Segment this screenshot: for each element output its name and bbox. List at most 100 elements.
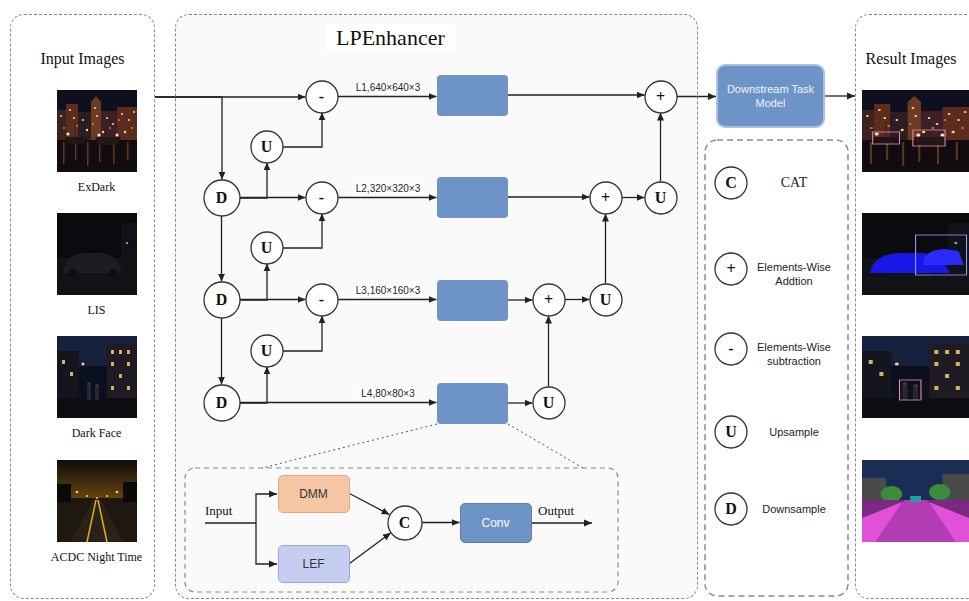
node-label: C: [399, 515, 411, 531]
node-label: U: [261, 139, 273, 155]
connector: [239, 366, 267, 403]
connector: [240, 402, 437, 403]
connector: [239, 263, 267, 300]
circle-shape: [251, 131, 283, 163]
node-label: D: [725, 501, 737, 517]
node-label: +: [601, 190, 610, 206]
connector: [622, 197, 645, 198]
operator-circle: U: [250, 130, 284, 164]
circle-shape: [533, 284, 565, 316]
module-box: Conv: [460, 503, 532, 543]
node-label: LPEnhancer: [326, 24, 455, 52]
circle-shape: [715, 253, 747, 285]
operator-circle: U: [589, 283, 623, 317]
connector: [239, 162, 267, 198]
legend-text: CAT: [748, 176, 840, 190]
connector: [221, 318, 222, 385]
circle-shape: [251, 232, 283, 264]
connector: [338, 197, 437, 198]
circle-shape: [715, 416, 747, 448]
operator-circle: U: [250, 334, 284, 368]
node-label: LEF: [302, 557, 324, 571]
node-label: U: [261, 240, 273, 256]
circle-shape: [590, 182, 622, 214]
connector: [422, 522, 460, 523]
operator-circle: -: [305, 80, 339, 114]
model-box: Downstream Task Model: [716, 64, 825, 128]
circle-shape: [645, 81, 677, 113]
operator-circle: U: [644, 181, 678, 215]
port-label: Input: [205, 503, 232, 519]
panel-box: Result Images: [855, 14, 969, 599]
node-label: ACDC Night Time: [51, 550, 142, 564]
node-label: Dark Face: [72, 426, 122, 440]
node-label: +: [544, 292, 553, 308]
node-label: -: [728, 341, 733, 357]
node-label: D: [216, 395, 228, 411]
operator-circle: +: [532, 283, 566, 317]
operator-circle: +: [589, 181, 623, 215]
circle-shape: [204, 282, 240, 318]
connector: [825, 95, 855, 96]
connector: [155, 97, 222, 180]
connector: [508, 94, 645, 95]
node-label: D: [216, 292, 228, 308]
legend-symbol: C: [714, 166, 748, 200]
legend-symbol: U: [714, 415, 748, 449]
circle-shape: [533, 387, 565, 419]
node-label: U: [543, 395, 555, 411]
legend-text: Elements-Wise subtraction: [748, 340, 840, 368]
legend-symbol: D: [714, 492, 748, 526]
connector: [338, 96, 437, 97]
image-tile: Dark Face: [47, 336, 147, 440]
edge-label: L4,80×80×3: [359, 388, 416, 400]
edge-label: L3,160×160×3: [354, 285, 423, 297]
node-label: U: [655, 190, 667, 206]
circle-shape: [251, 335, 283, 367]
operator-circle: -: [305, 181, 339, 215]
connector: [660, 113, 661, 182]
circle-shape: [715, 167, 747, 199]
connector: [240, 299, 306, 300]
connector: [508, 402, 533, 403]
node-label: U: [261, 343, 273, 359]
node-label: Downstream Task Model: [724, 82, 817, 110]
connector: [221, 216, 222, 282]
module-block: [437, 177, 508, 218]
circle-shape: [388, 506, 422, 540]
node-label: -: [319, 89, 324, 105]
node-label: U: [725, 424, 737, 440]
connector: [350, 533, 391, 564]
operator-circle: D: [203, 384, 241, 422]
connector: [548, 316, 549, 387]
legend-symbol: +: [714, 252, 748, 286]
operator-circle: +: [644, 80, 678, 114]
module-box: DMM: [278, 475, 350, 513]
circle-shape: [715, 493, 747, 525]
image-tile: LIS: [47, 213, 147, 317]
operator-circle: -: [305, 283, 339, 317]
connector: [282, 315, 322, 351]
circle-shape: [306, 81, 338, 113]
edge-label: L2,320×320×3: [354, 183, 423, 195]
node-label: Result Images: [856, 49, 966, 69]
circle-shape: [645, 182, 677, 214]
node-label: +: [726, 261, 735, 277]
node-label: DMM: [299, 487, 328, 501]
module-block: [437, 75, 508, 116]
node-label: C: [725, 175, 737, 191]
panel-box: LPEnhancer - + U D - + U U D - + U U D U DMM LEF C Conv: [175, 14, 698, 599]
legend-symbol: -: [714, 332, 748, 366]
connector: [338, 299, 437, 300]
circle-shape: [204, 180, 240, 216]
node-label: +: [656, 89, 665, 105]
module-block: [437, 383, 508, 424]
node-label: -: [319, 292, 324, 308]
circle-shape: [590, 284, 622, 316]
image-tile: ExDark: [47, 90, 147, 194]
node-label: LIS: [88, 303, 106, 317]
port-label: Output: [538, 503, 574, 519]
node-label: Input Images: [11, 49, 154, 69]
panel-box: Input ImagesExDarkLIS Dark FaceACDC Night…: [10, 14, 155, 599]
operator-circle: D: [203, 179, 241, 217]
